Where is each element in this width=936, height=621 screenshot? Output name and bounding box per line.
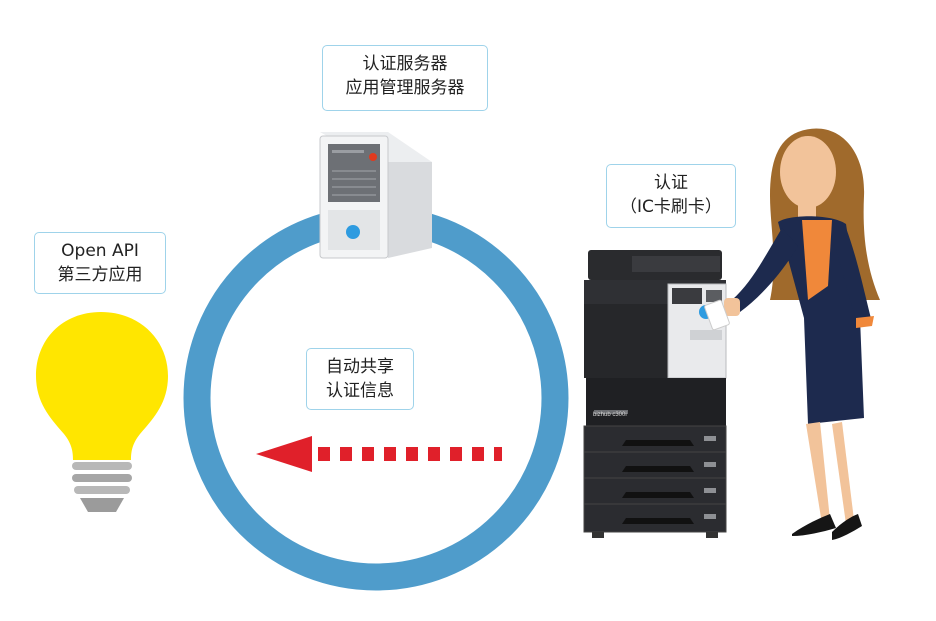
callout-share-line2: 认证信息 (317, 379, 403, 403)
lightbulb-icon (36, 312, 168, 512)
callout-openapi: Open API 第三方应用 (34, 232, 166, 294)
callout-auth-line2: （IC卡刷卡） (617, 195, 725, 219)
callout-server: 认证服务器 应用管理服务器 (322, 45, 488, 111)
callout-auth: 认证 （IC卡刷卡） (606, 164, 736, 228)
printer-icon (584, 250, 726, 538)
callout-server-line2: 应用管理服务器 (333, 76, 477, 100)
device-brand-label: bizhub c300i (593, 412, 627, 418)
callout-share-line1: 自动共享 (317, 355, 403, 379)
callout-openapi-line1: Open API (45, 239, 155, 263)
callout-server-line1: 认证服务器 (333, 52, 477, 76)
callout-auth-line1: 认证 (617, 171, 725, 195)
dashed-arrow-icon (256, 436, 502, 472)
server-icon (320, 132, 432, 258)
callout-share: 自动共享 认证信息 (306, 348, 414, 410)
callout-openapi-line2: 第三方应用 (45, 263, 155, 287)
